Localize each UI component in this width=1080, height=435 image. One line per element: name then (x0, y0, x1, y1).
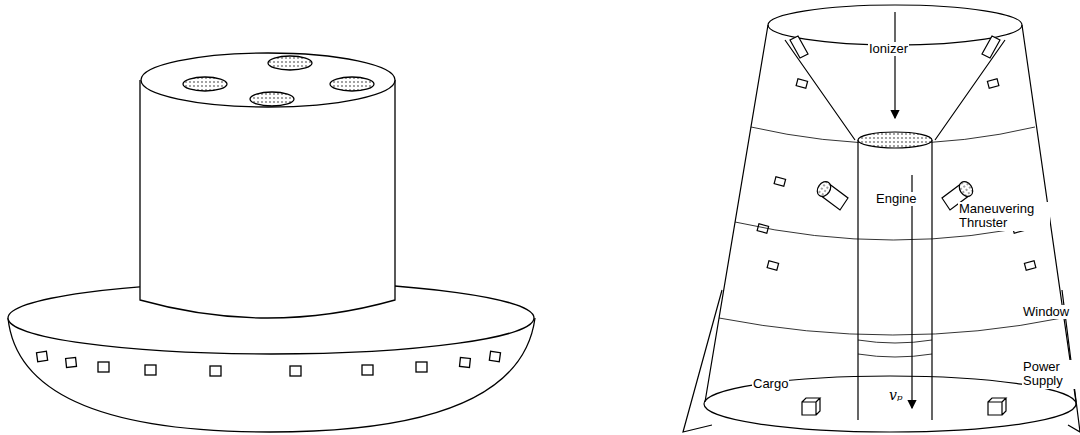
part-label: Ionizer (868, 42, 909, 56)
part-label: Engine (875, 192, 917, 206)
velocity-symbol: vₚ (888, 388, 904, 403)
part-label: Maneuvering Thruster (958, 202, 1050, 231)
saucer (8, 53, 535, 432)
part-label: Power Supply (1022, 360, 1076, 389)
rocket (683, 5, 1080, 432)
part-label: Window (1022, 305, 1070, 319)
part-label: Cargo (752, 377, 789, 391)
